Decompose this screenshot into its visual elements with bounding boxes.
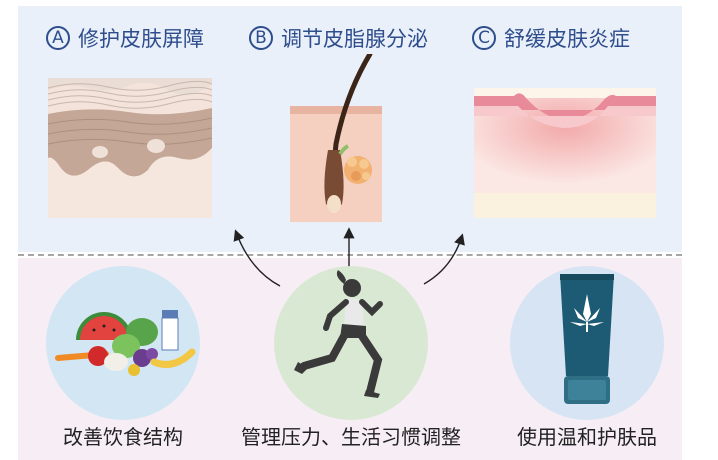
lifestyle-circle	[274, 266, 428, 420]
arrow-to-a	[233, 229, 281, 287]
heading-sebum: B 调节皮脂腺分泌	[249, 20, 428, 56]
badge-b: B	[249, 26, 273, 50]
fruit-vegetable-icon	[55, 310, 196, 376]
skin-layer-icon	[48, 78, 212, 218]
arrow-to-c	[423, 233, 465, 285]
heading-barrier: A 修护皮肤屏障	[46, 20, 204, 56]
running-woman-icon	[294, 270, 383, 398]
skincare-tube-icon	[560, 274, 614, 404]
diet-circle	[46, 266, 200, 420]
badge-a: A	[46, 26, 70, 50]
badge-c: C	[472, 26, 496, 50]
heading-inflammation-text: 舒缓皮肤炎症	[504, 27, 630, 51]
caption-skincare: 使用温和护肤品	[517, 424, 657, 449]
hair-follicle-gland-icon	[290, 54, 382, 222]
caption-lifestyle: 管理压力、生活习惯调整	[241, 424, 461, 449]
inflamed-skin-icon	[474, 88, 656, 218]
heading-barrier-text: 修护皮肤屏障	[78, 27, 204, 51]
dashed-divider	[18, 254, 682, 256]
skincare-circle	[510, 266, 664, 420]
heading-sebum-text: 调节皮脂腺分泌	[281, 27, 428, 51]
heading-inflammation: C 舒缓皮肤炎症	[472, 20, 630, 56]
caption-diet: 改善饮食结构	[63, 424, 183, 449]
